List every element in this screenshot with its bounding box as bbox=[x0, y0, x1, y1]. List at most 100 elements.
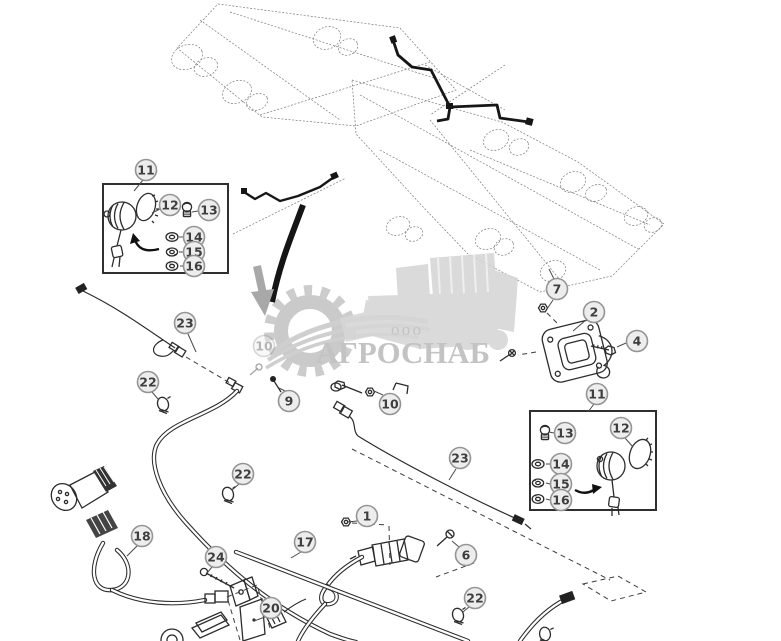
lamp-kit-right bbox=[531, 424, 653, 516]
svg-text:13: 13 bbox=[200, 202, 217, 217]
mount-bracket bbox=[499, 303, 617, 383]
svg-text:23: 23 bbox=[176, 315, 193, 330]
svg-text:14: 14 bbox=[552, 456, 570, 471]
callout-10: 10 bbox=[373, 390, 402, 416]
callout-14: 14 bbox=[546, 452, 573, 476]
chassis-sketch bbox=[144, 3, 665, 293]
svg-text:9: 9 bbox=[285, 393, 294, 408]
watermark-company-name: АГРОСНАБ bbox=[316, 335, 490, 370]
callout-1: 1 bbox=[347, 504, 379, 528]
svg-text:14: 14 bbox=[185, 229, 203, 244]
svg-text:2: 2 bbox=[590, 304, 599, 319]
clamp-small bbox=[535, 624, 555, 641]
power-socket-assembly bbox=[295, 517, 475, 641]
svg-text:12: 12 bbox=[612, 420, 629, 435]
callout-11: 11 bbox=[133, 158, 158, 192]
callout-22: 22 bbox=[462, 586, 487, 613]
svg-text:20: 20 bbox=[262, 600, 280, 615]
callout-6: 6 bbox=[451, 540, 478, 567]
sensor-wire-23-right bbox=[332, 400, 532, 530]
nut-7 bbox=[537, 303, 549, 313]
faded-screw bbox=[249, 363, 263, 376]
svg-text:22: 22 bbox=[466, 590, 483, 605]
watermark-prefix: ооо bbox=[391, 320, 425, 339]
callout-22: 22 bbox=[231, 462, 255, 491]
svg-text:15: 15 bbox=[552, 476, 569, 491]
pointer-arrows bbox=[251, 203, 306, 316]
lock-washer bbox=[531, 478, 545, 488]
callout-10: 10 bbox=[252, 334, 276, 358]
callout-18: 18 bbox=[126, 524, 154, 557]
detail-boxes bbox=[102, 183, 657, 511]
trailer-plug-assembly bbox=[50, 466, 229, 606]
callout-16: 16 bbox=[180, 254, 206, 278]
svg-text:11: 11 bbox=[137, 162, 154, 177]
callout-12: 12 bbox=[151, 193, 182, 217]
svg-text:7: 7 bbox=[553, 281, 562, 296]
callout-15: 15 bbox=[545, 472, 573, 496]
callout-23: 23 bbox=[448, 446, 472, 481]
svg-text:17: 17 bbox=[296, 534, 313, 549]
svg-text:15: 15 bbox=[185, 244, 202, 259]
small-screw bbox=[499, 348, 517, 362]
curved-arrow-black bbox=[269, 203, 306, 303]
svg-text:23: 23 bbox=[451, 450, 468, 465]
svg-text:6: 6 bbox=[462, 547, 471, 562]
down-arrow-gray bbox=[251, 265, 274, 316]
callout-11: 11 bbox=[585, 382, 609, 413]
callout-13: 13 bbox=[548, 421, 577, 445]
svg-text:16: 16 bbox=[185, 258, 203, 273]
svg-text:12: 12 bbox=[161, 197, 178, 212]
nut bbox=[531, 493, 545, 505]
svg-text:22: 22 bbox=[139, 374, 156, 389]
svg-text:18: 18 bbox=[133, 528, 150, 543]
svg-text:4: 4 bbox=[633, 333, 642, 348]
callout-13: 13 bbox=[191, 198, 221, 222]
callout-17: 17 bbox=[290, 530, 317, 559]
assembly-arrow bbox=[130, 233, 160, 252]
washer bbox=[165, 232, 179, 242]
lamp-kit-left bbox=[103, 192, 193, 272]
chassis-rollers bbox=[171, 26, 663, 282]
watermark: ооо АГРОСНАБ bbox=[264, 253, 518, 377]
svg-text:10: 10 bbox=[255, 338, 273, 353]
svg-text:1: 1 bbox=[363, 508, 372, 523]
harness-route-bold bbox=[243, 39, 530, 203]
callout-4: 4 bbox=[616, 329, 649, 353]
svg-text:16: 16 bbox=[552, 492, 570, 507]
nut-10 bbox=[364, 387, 376, 397]
harness-connector-dots bbox=[241, 35, 534, 194]
harness-parts bbox=[50, 282, 648, 641]
svg-text:10: 10 bbox=[381, 396, 399, 411]
watermark-combine-icon bbox=[340, 253, 518, 350]
clamp-22 bbox=[450, 606, 467, 626]
bulb bbox=[539, 424, 551, 441]
bolt-4 bbox=[590, 344, 617, 356]
hardware-9-10 bbox=[249, 363, 409, 397]
callout-9: 9 bbox=[277, 387, 301, 413]
screw-6 bbox=[436, 529, 455, 547]
svg-text:22: 22 bbox=[234, 466, 251, 481]
detail-box-left bbox=[102, 183, 229, 274]
lock-washer bbox=[165, 247, 179, 257]
sensor-wire-23-left bbox=[75, 282, 244, 394]
svg-text:11: 11 bbox=[588, 386, 605, 401]
washer bbox=[531, 459, 545, 469]
svg-text:13: 13 bbox=[556, 425, 573, 440]
callout-23: 23 bbox=[173, 311, 197, 353]
work-lamp bbox=[596, 451, 626, 516]
callout-12: 12 bbox=[609, 416, 634, 448]
nut bbox=[165, 260, 179, 272]
callout-24: 24 bbox=[204, 545, 228, 574]
callout-7: 7 bbox=[545, 268, 569, 310]
svg-text:24: 24 bbox=[207, 549, 225, 564]
lamp-lens bbox=[135, 192, 159, 224]
callout-2: 2 bbox=[572, 300, 606, 332]
assembly-arrow bbox=[574, 484, 602, 494]
callout-22: 22 bbox=[136, 370, 160, 400]
bottom-right-wire bbox=[351, 448, 648, 641]
plate-20 bbox=[239, 598, 266, 641]
